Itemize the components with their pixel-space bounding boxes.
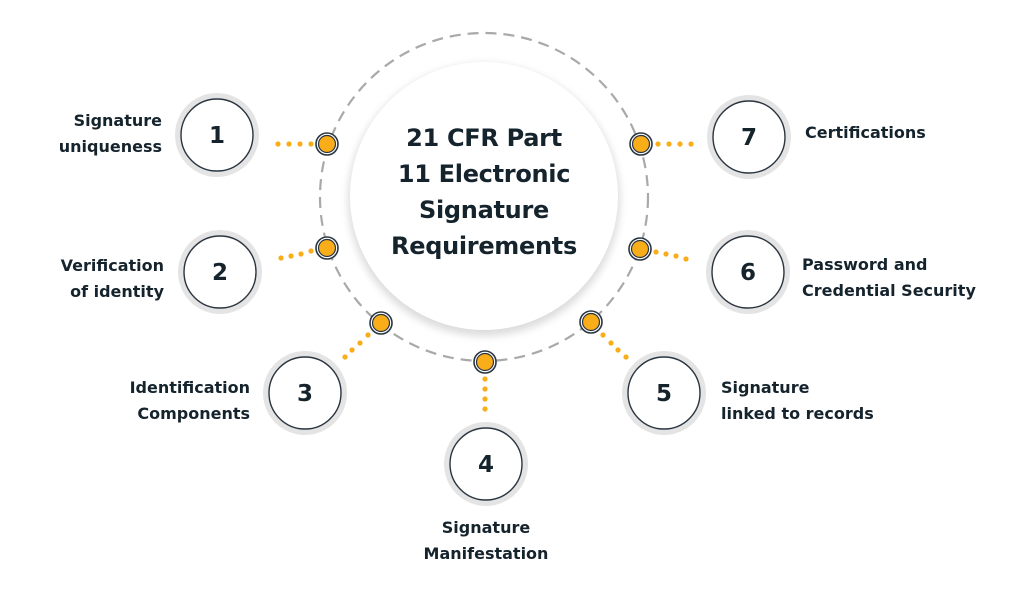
connector-dot bbox=[482, 376, 488, 382]
connector-dot bbox=[482, 386, 488, 392]
connector-dot bbox=[600, 332, 606, 338]
item-label-line: Signature bbox=[441, 518, 531, 537]
node-inner-circle bbox=[449, 427, 523, 501]
connector-dot bbox=[275, 141, 281, 147]
connector-dot bbox=[673, 253, 679, 259]
connector-dot bbox=[298, 251, 304, 257]
connector-dot bbox=[653, 249, 659, 255]
connector-dot bbox=[663, 251, 669, 257]
node-inner-circle bbox=[711, 235, 785, 309]
connector-dot bbox=[365, 332, 371, 338]
node-1: 1 bbox=[175, 93, 259, 177]
connector-dot bbox=[278, 255, 284, 261]
node-number: 2 bbox=[212, 260, 228, 286]
hub-circle bbox=[350, 62, 618, 330]
connector-dot bbox=[308, 248, 314, 254]
node-2: 2 bbox=[178, 230, 262, 314]
connector-dot bbox=[297, 141, 303, 147]
connector-dot bbox=[286, 141, 292, 147]
node-number: 4 bbox=[478, 452, 494, 478]
node-3: 3 bbox=[263, 351, 347, 435]
node-inner-circle bbox=[627, 356, 701, 430]
item-label-line: Verification bbox=[60, 256, 164, 275]
node-number: 6 bbox=[740, 260, 756, 286]
node-inner-circle bbox=[268, 356, 342, 430]
item-label-line: of identity bbox=[70, 282, 164, 301]
anchor-dot bbox=[581, 312, 601, 332]
node-5: 5 bbox=[622, 351, 706, 435]
item-label-7: Certifications bbox=[805, 120, 926, 146]
connector-dot bbox=[308, 141, 314, 147]
item-label-line: Signature bbox=[73, 111, 162, 130]
item-label-3: Identification Components bbox=[130, 375, 250, 427]
node-inner-circle bbox=[712, 100, 786, 174]
connector-dot bbox=[342, 354, 348, 360]
connector-dot bbox=[655, 141, 661, 147]
connectors bbox=[275, 141, 694, 412]
node-4: 4 bbox=[444, 422, 528, 506]
connector-dot bbox=[683, 256, 689, 262]
hub-title-line: Requirements bbox=[391, 232, 577, 260]
node-6: 6 bbox=[706, 230, 790, 314]
item-label-line: Certifications bbox=[805, 123, 926, 142]
connector-dot bbox=[482, 406, 488, 412]
node-number: 5 bbox=[656, 381, 672, 407]
node-inner-circle bbox=[180, 98, 254, 172]
hub-title-line: Signature bbox=[419, 196, 549, 224]
node-number: 7 bbox=[741, 125, 757, 151]
connector-dot bbox=[615, 347, 621, 353]
anchor-dot bbox=[630, 239, 650, 259]
anchor-dot bbox=[475, 352, 495, 372]
node-number: 1 bbox=[209, 123, 225, 149]
item-label-line: Components bbox=[137, 404, 250, 423]
hub-title: 21 CFR Part 11 Electronic Signature Requ… bbox=[364, 120, 604, 264]
connector-dot bbox=[482, 396, 488, 402]
anchor-dots bbox=[315, 132, 653, 374]
item-label-1: Signature uniqueness bbox=[59, 108, 162, 160]
hub-title-line: 11 Electronic bbox=[397, 160, 571, 188]
node-7: 7 bbox=[707, 95, 791, 179]
anchor-dot bbox=[371, 313, 391, 333]
item-label-4: Signature Manifestation bbox=[386, 515, 586, 567]
anchor-dot bbox=[317, 238, 337, 258]
item-label-5: Signature linked to records bbox=[721, 375, 874, 427]
item-label-line: Manifestation bbox=[423, 544, 549, 563]
connector-dot bbox=[677, 141, 683, 147]
connector-dot bbox=[357, 340, 363, 346]
item-label-line: uniqueness bbox=[58, 137, 162, 156]
item-label-line: Signature bbox=[721, 378, 810, 397]
connector-dot bbox=[688, 141, 694, 147]
connector-dot bbox=[608, 340, 614, 346]
node-inner-circle bbox=[183, 235, 257, 309]
item-label-line: Password and bbox=[802, 255, 928, 274]
item-label-6: Password and Credential Security bbox=[802, 252, 976, 304]
item-label-2: Verification of identity bbox=[61, 253, 164, 305]
item-label-line: linked to records bbox=[721, 404, 874, 423]
item-label-line: Credential Security bbox=[802, 281, 976, 300]
connector-dot bbox=[288, 253, 294, 259]
item-label-line: Identification bbox=[129, 378, 250, 397]
hub-title-line: 21 CFR Part bbox=[406, 124, 562, 152]
connector-dot bbox=[623, 354, 629, 360]
anchor-dot bbox=[317, 134, 337, 154]
nodes: 1 2 3 4 5 6 7 bbox=[175, 93, 791, 506]
anchor-dot bbox=[631, 134, 651, 154]
node-number: 3 bbox=[297, 381, 313, 407]
connector-dot bbox=[349, 347, 355, 353]
connector-dot bbox=[666, 141, 672, 147]
